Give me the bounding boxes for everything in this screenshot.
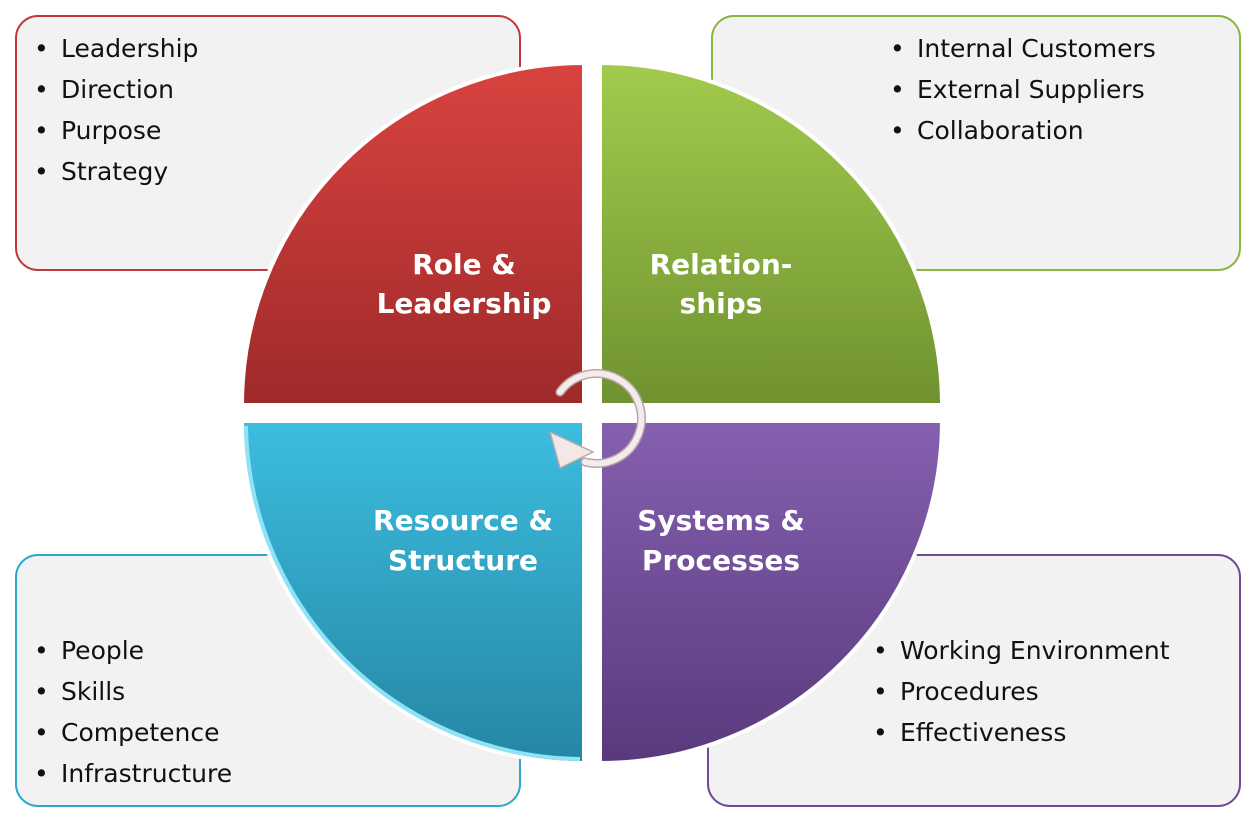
list-item: Procedures bbox=[900, 677, 1039, 706]
list-relationships: •Internal Customers •External Suppliers … bbox=[890, 34, 1156, 145]
list-item: Competence bbox=[61, 718, 220, 747]
bullet: • bbox=[34, 677, 49, 706]
quadrant-title: Relation- bbox=[650, 248, 793, 281]
quadrant-title: ships bbox=[680, 287, 763, 320]
bullet: • bbox=[890, 34, 905, 63]
bullet: • bbox=[34, 718, 49, 747]
bullet: • bbox=[890, 75, 905, 104]
list-item: Collaboration bbox=[917, 116, 1084, 145]
bullet: • bbox=[873, 718, 888, 747]
bullet: • bbox=[873, 677, 888, 706]
quadrant-title: Resource & bbox=[373, 504, 553, 537]
bullet: • bbox=[34, 759, 49, 788]
bullet: • bbox=[34, 116, 49, 145]
bullet: • bbox=[873, 636, 888, 665]
bullet: • bbox=[34, 34, 49, 63]
quadrant-relationships bbox=[598, 60, 945, 407]
list-item: Internal Customers bbox=[917, 34, 1156, 63]
bullet: • bbox=[890, 116, 905, 145]
bullet: • bbox=[34, 636, 49, 665]
list-item: Working Environment bbox=[900, 636, 1170, 665]
list-systems-processes: • Working Environment • Procedures • Effect… bbox=[873, 636, 1170, 747]
list-role-leadership: • Leadership • Direction • Purpose • Strateg… bbox=[34, 34, 198, 186]
list-resource-structure: • People • Skills • Competence • Infrastruct… bbox=[34, 636, 232, 788]
list-item: Effectiveness bbox=[900, 718, 1066, 747]
list-item: External Suppliers bbox=[917, 75, 1145, 104]
quadrant-highlight bbox=[244, 425, 581, 761]
bullet: • bbox=[34, 157, 49, 186]
list-item: Infrastructure bbox=[61, 759, 232, 788]
quadrant-systems-processes bbox=[598, 419, 945, 766]
list-item: Strategy bbox=[61, 157, 168, 186]
quadrant-title: Structure bbox=[388, 544, 538, 577]
list-item: People bbox=[61, 636, 144, 665]
bullet: • bbox=[34, 75, 49, 104]
list-item: Leadership bbox=[61, 34, 198, 63]
quadrant-title: Leadership bbox=[377, 287, 552, 320]
list-item: Purpose bbox=[61, 116, 161, 145]
list-item: Direction bbox=[61, 75, 174, 104]
quadrant-title: Systems & bbox=[637, 504, 804, 537]
quadrant-title: Processes bbox=[642, 544, 800, 577]
list-item: Skills bbox=[61, 677, 125, 706]
cycle-arrow-icon bbox=[548, 369, 646, 470]
quadrant-role-leadership bbox=[239, 60, 586, 407]
quadrant-resource-structure bbox=[239, 419, 586, 766]
quadrant-title: Role & bbox=[412, 248, 516, 281]
